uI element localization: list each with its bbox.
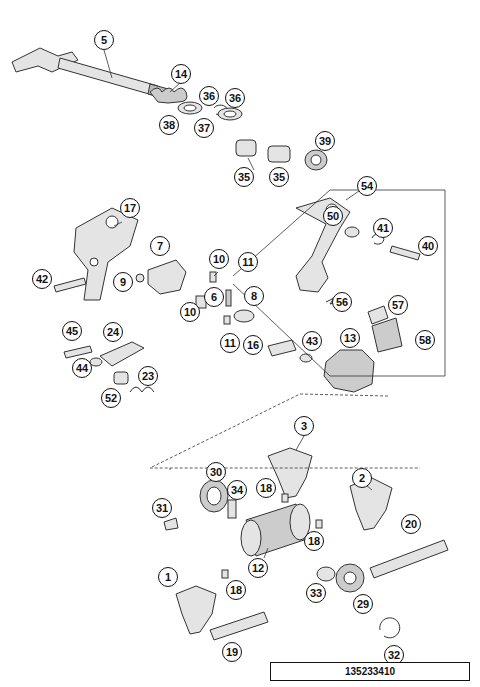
- drawing-number: 135233410: [271, 666, 469, 677]
- drawing-number-box: 135233410: [270, 662, 470, 681]
- callout-number: 43: [302, 331, 322, 351]
- callout-number: 3: [294, 416, 314, 436]
- callout-number: 36: [199, 86, 219, 106]
- callout-number: 14: [171, 64, 191, 84]
- callout-number: 16: [243, 335, 263, 355]
- callout-number: 50: [323, 206, 343, 226]
- callout-number: 5: [94, 30, 114, 50]
- callout-number: 11: [220, 333, 240, 353]
- callout-number: 56: [332, 292, 352, 312]
- callout-number: 13: [340, 328, 360, 348]
- callout-number: 19: [222, 642, 242, 662]
- callout-number: 18: [304, 531, 324, 551]
- callout-number: 38: [159, 115, 179, 135]
- callout-number: 40: [418, 236, 438, 256]
- callout-number: 10: [180, 302, 200, 322]
- callout-number: 52: [101, 388, 121, 408]
- callout-number: 57: [388, 295, 408, 315]
- callout-number: 23: [138, 366, 158, 386]
- callout-number: 58: [415, 330, 435, 350]
- callout-number: 17: [120, 198, 140, 218]
- callout-number: 44: [72, 358, 92, 378]
- callout-number: 8: [244, 286, 264, 306]
- callout-number: 9: [113, 272, 133, 292]
- callout-number: 20: [401, 514, 421, 534]
- callout-number: 41: [373, 218, 393, 238]
- callout-number: 12: [248, 558, 268, 578]
- callout-number: 6: [204, 287, 224, 307]
- callout-number: 45: [62, 321, 82, 341]
- callout-number: 34: [227, 480, 247, 500]
- callout-number: 39: [315, 131, 335, 151]
- callout-number: 42: [32, 269, 52, 289]
- callout-number: 37: [194, 118, 214, 138]
- callout-number: 10: [209, 249, 229, 269]
- callout-number: 24: [103, 322, 123, 342]
- callout-number: 35: [234, 167, 254, 187]
- callout-number: 31: [152, 498, 172, 518]
- callout-number: 36: [225, 88, 245, 108]
- callout-number: 11: [238, 252, 258, 272]
- callout-number: 18: [256, 478, 276, 498]
- callout-number: 29: [353, 594, 373, 614]
- callout-number: 7: [150, 236, 170, 256]
- callout-number: 35: [269, 167, 289, 187]
- callout-number: 18: [226, 580, 246, 600]
- callout-number: 33: [306, 583, 326, 603]
- callout-number: 30: [206, 462, 226, 482]
- callout-number: 2: [352, 468, 372, 488]
- callout-number: 1: [158, 567, 178, 587]
- callout-number: 54: [357, 176, 377, 196]
